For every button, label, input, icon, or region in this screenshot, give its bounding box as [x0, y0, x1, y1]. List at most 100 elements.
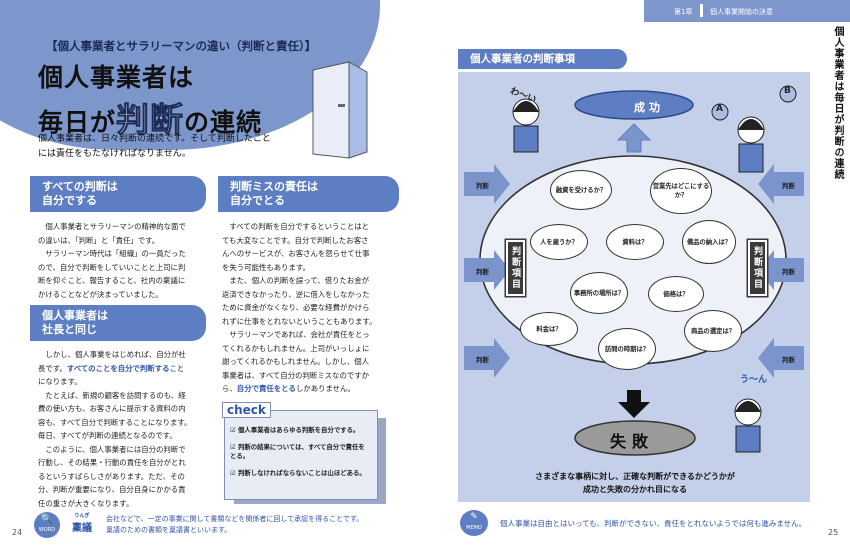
section2-line: ために資金がなくなり、必要な経費がかけら [222, 303, 370, 312]
section3-line: 毎日、すべてが判断の連続となるのです。 [38, 431, 177, 440]
section1-line: サラリーマン時代は「組織」の一員だった [38, 249, 186, 258]
diagram-caption-line2: 成功と失敗の分かれ目になる [583, 485, 687, 494]
section2-last-line: ら、自分で責任をとるしかありません。 [222, 382, 397, 396]
section3-line: るというすばらしさがあります。ただ、その [38, 471, 185, 481]
word-definition-line1: 会社などで、一定の事業に関して書類などを関係者に回して承認を得ることです。 [106, 515, 364, 523]
checkbox-icon: ☑ [230, 426, 238, 434]
check-list: ☑ 個人事業者はあらゆる判断を自分でする。 ☑ 判断の結果については、すべて自分… [230, 426, 370, 478]
section2-heading-l1: 判断ミスの責任は [230, 180, 318, 193]
section3-line: になります。 [38, 377, 82, 386]
bubble-item: 商品の選定は？ [684, 310, 742, 352]
section2-line: ても大変なことです。自分で判断したお客さ [222, 235, 369, 245]
section1-heading-l1: すべての判断は [42, 180, 118, 193]
bubble-item: 事務所の場所は？ [570, 272, 628, 314]
word-term-block: りんぎ 稟議 [72, 512, 92, 534]
section2-line: 返済できなかったり、逆に借入をしなかった [222, 289, 370, 299]
s2-emphasis: 自分で責任をとる [236, 384, 296, 393]
word-definition-line2: 稟議のための書類を稟議書といいます。 [106, 526, 232, 534]
left-page: 【個人事業者とサラリーマンの違い（判断と責任）】 個人事業者は 毎日が判断の連続… [0, 0, 420, 549]
check-item: ☑ 個人事業者はあらゆる判断を自分でする。 [230, 426, 370, 435]
section1-heading-l2: 自分でする [42, 194, 97, 207]
checkbox-icon: ☑ [230, 469, 238, 477]
section3-line-b: 長です。すべてのことを自分で判断すること [38, 362, 210, 376]
section2-line: すべての判断を自分でするということはと [222, 222, 370, 231]
section1-line: の違いは、「判断」と「責任」です。 [38, 235, 160, 245]
bubble-item: 料金は？ [520, 312, 578, 346]
title-part-a: 毎日が [38, 108, 117, 137]
section2-line: 事業者は、すべて自分の判断ミスなのですか [222, 370, 370, 380]
section2-line: 謝ってくれるかもしれません。しかし、個人 [222, 357, 370, 366]
section1-body: 個人事業者とサラリーマンの精神的な面で の違いは、「判断」と「責任」です。 サラ… [38, 220, 208, 301]
check-item-text: 判断しなければならないことは山ほどある。 [237, 469, 366, 477]
section3-heading-l1: 個人事業者は [42, 309, 108, 322]
letter-a: A [716, 104, 723, 114]
arrow-label-left-3: 判断 [476, 356, 489, 364]
s2-a: ら、 [222, 384, 237, 393]
checkbox-icon: ☑ [230, 443, 238, 451]
s3-d: こと [169, 363, 185, 373]
s2-c: しかありません。 [295, 384, 355, 393]
magnifier-icon: 🔍 [40, 514, 54, 525]
door-icon [312, 61, 368, 159]
section2-line: サラリーマンであれば、会社が責任をとっ [222, 330, 370, 339]
check-title: check [222, 402, 271, 418]
word-badge: 🔍 WORD [34, 512, 60, 538]
title-part-c: の連続 [184, 108, 263, 137]
section1-heading: すべての判断は 自分でする [30, 176, 206, 212]
happy-woman-illustration [512, 98, 540, 153]
lead-line2: には責任をもたなければなりません。 [38, 149, 191, 159]
diagram-title: 個人事業者の判断事項 [458, 49, 627, 69]
thinking-woman-illustration [737, 116, 765, 173]
arrow-label-left-2: 判断 [476, 268, 489, 276]
section1-line: 断を仰ぐこと、報告すること、社内の稟議に [38, 276, 186, 285]
check-item-text: 判断の結果については、すべて自分で責任をとる。 [230, 443, 365, 460]
memo-text: 個人事業は自由とはいっても、判断ができない、責任をとれないようでは何も進みません… [500, 519, 807, 528]
arrow-label-right-1: 判断 [782, 182, 795, 190]
judge-items-label-left: 判断項目 [506, 240, 525, 296]
page-title-line1: 個人事業者は [38, 63, 195, 92]
memo-badge: ✎ MEMO [460, 510, 488, 536]
chapter-number: 第1章 [674, 8, 693, 16]
section3-line: 行動し、その結果・行動の責任を自分がとれ [38, 458, 186, 467]
arrow-label-right-3: 判断 [782, 356, 795, 364]
bubble-item: 人を雇うか？ [530, 224, 588, 260]
bubble-item: 価格は？ [648, 276, 704, 312]
chapter-title: 個人事業開始の決意 [710, 8, 773, 16]
bubble-item: 備品の納入は？ [682, 220, 736, 264]
section3-line: 容も、すべて自分で判断することになります。 [38, 417, 192, 427]
letter-b: B [784, 86, 791, 96]
word-label: WORD [38, 527, 56, 533]
un-exclamation: う～ん [740, 375, 768, 385]
section3-line: このように、個人事業者には自分の判断で [38, 444, 186, 454]
bubble-item: 資料は？ [606, 224, 664, 260]
pencil-icon: ✎ [470, 512, 478, 522]
s3-emphasis: すべてのことを自分で判断する [66, 363, 170, 373]
section2-line: んへのサービスが、お客さんを怒らせて仕事 [222, 249, 370, 258]
section3-line: 任の重さが大きくなります。 [38, 498, 134, 508]
word-term: 稟議 [72, 523, 92, 534]
section2-heading-l2: 自分でとる [230, 194, 285, 207]
s3-a: しかし、個人事業をはじめれば、自分が社 [38, 350, 186, 359]
check-item-text: 個人事業者はあらゆる判断を自分でする。 [237, 426, 360, 434]
page-number-right: 25 [828, 528, 839, 537]
arrow-label-right-2: 判断 [782, 268, 795, 276]
section1-line: 個人事業者とサラリーマンの精神的な面で [38, 222, 186, 231]
memo-label: MEMO [466, 525, 482, 531]
section1-line: ので、自分で判断をしていいことと上司に判 [38, 262, 186, 272]
check-box: check ☑ 個人事業者はあらゆる判断を自分でする。 ☑ 判断の結果については… [218, 402, 388, 506]
section2-line: てくれるかもしれません。上司がいっしょに [222, 343, 370, 353]
bubble-item: 融資を受けるか？ [550, 170, 612, 210]
check-item: ☑ 判断しなければならないことは山ほどある。 [230, 469, 370, 478]
bubble-item: 営業先はどこにするか？ [650, 168, 712, 214]
section3-body: しかし、個人事業をはじめれば、自分が社 長です。すべてのことを自分で判断すること… [38, 348, 210, 510]
section3-heading-l2: 社長と同じ [42, 323, 97, 336]
section3-line-a: しかし、個人事業をはじめれば、自分が社 [38, 348, 210, 362]
page-subtitle: 【個人事業者とサラリーマンの違い（判断と責任）】 [46, 39, 317, 53]
arrow-label-left-1: 判断 [476, 182, 489, 190]
judge-items-label-right: 判断項目 [748, 240, 767, 296]
section2-line: また、個人の判断を誤って、借りたお金が [222, 276, 370, 285]
check-item: ☑ 判断の結果については、すべて自分で責任をとる。 [230, 443, 370, 461]
right-page: 第1章 個人事業開始の決意 個人事業者は毎日が判断の連続 個人事業者の判断事項 [430, 0, 850, 549]
bubble-item: 訪問の時期は？ [598, 328, 656, 370]
section1-line: かけることなどが決まっていました。 [38, 289, 163, 299]
